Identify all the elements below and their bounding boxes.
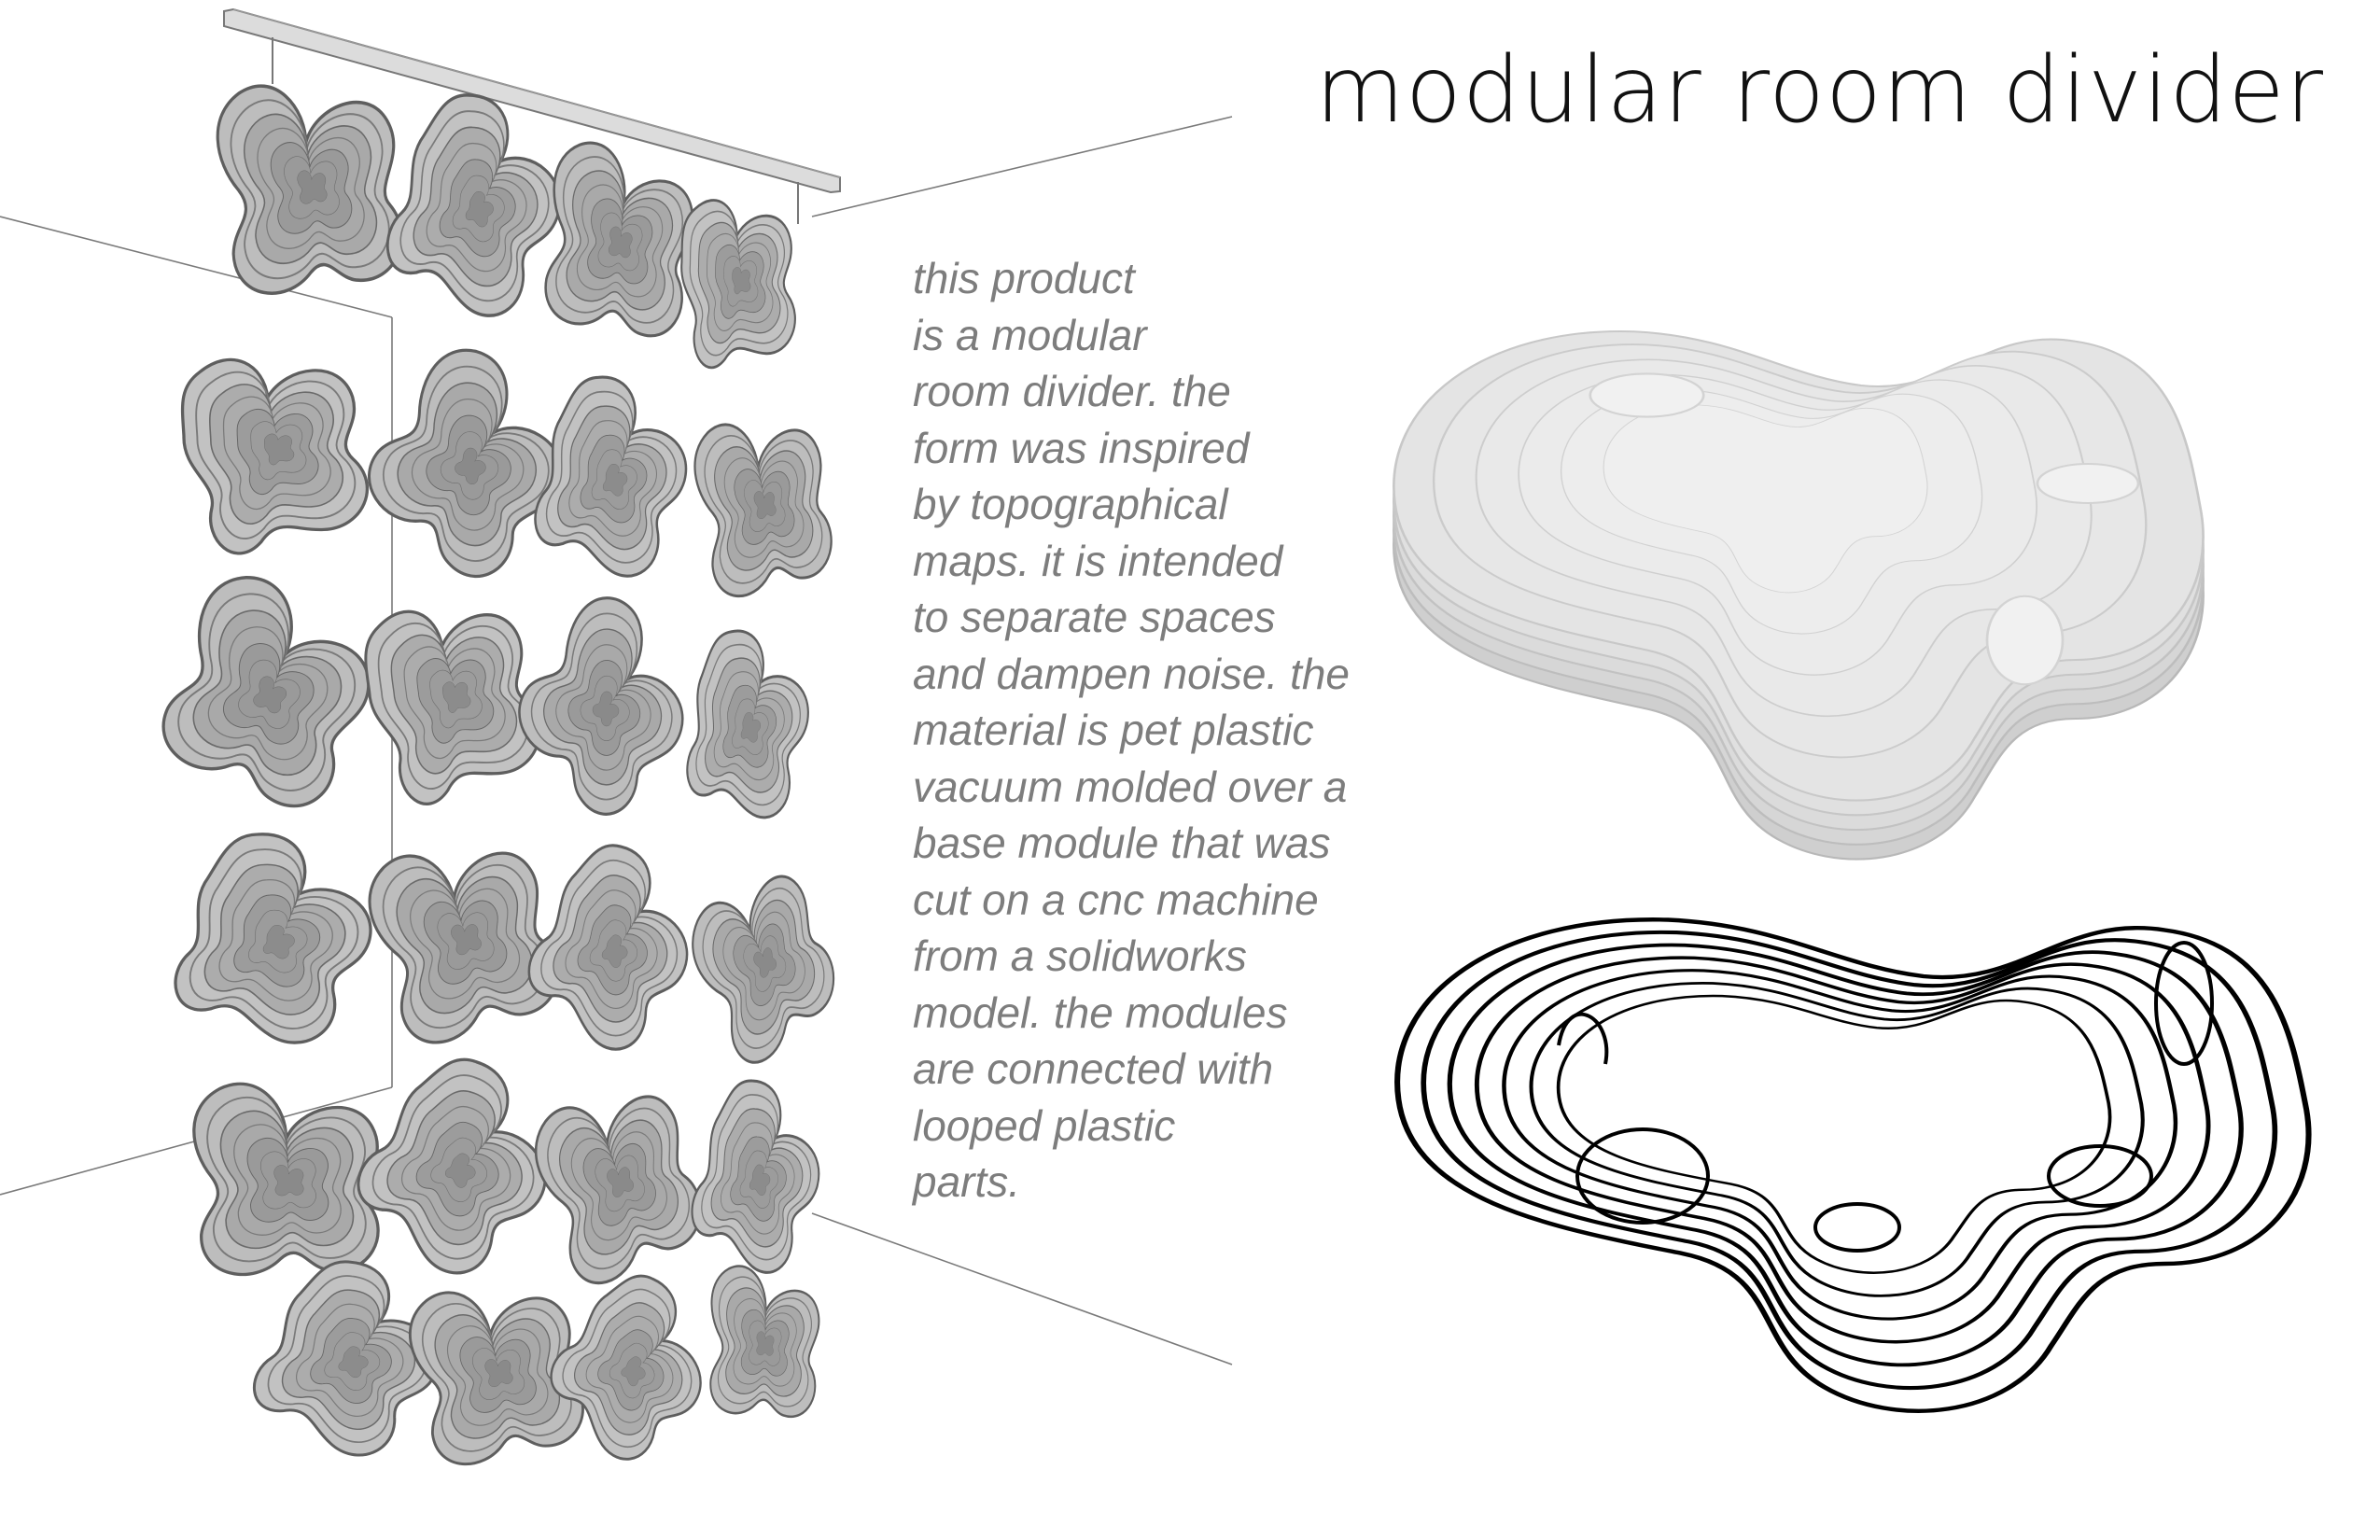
description-line: this product: [913, 254, 1135, 302]
description-line: and dampen noise. the: [913, 649, 1351, 698]
module-contour-drawing: [1397, 919, 2308, 1410]
module-render: [1393, 329, 2205, 861]
description-line: from a solidworks: [913, 931, 1247, 980]
page-title: modular room divider: [1315, 37, 2324, 144]
description-line: base module that was: [913, 819, 1331, 867]
description-line: cut on a cnc machine: [913, 875, 1319, 924]
hanging-rail: [223, 7, 841, 224]
description-line: maps. it is intended: [913, 536, 1283, 585]
description-line: are connected with: [913, 1044, 1274, 1093]
description-line: vacuum molded over a: [913, 762, 1348, 811]
product-description: this product is a modular room divider. …: [913, 250, 1435, 1211]
modular-divider-screen: [148, 61, 847, 1483]
description-line: by topographical: [913, 480, 1228, 528]
description-line: is a modular: [913, 310, 1147, 359]
description-line: material is pet plastic: [913, 706, 1314, 754]
description-line: model. the modules: [913, 987, 1288, 1037]
description-line: parts.: [913, 1157, 1021, 1206]
description-line: looped plastic: [913, 1100, 1176, 1150]
description-line: room divider. the: [913, 367, 1231, 415]
description-line: to separate spaces: [913, 593, 1276, 641]
description-line: form was inspired: [913, 423, 1250, 472]
